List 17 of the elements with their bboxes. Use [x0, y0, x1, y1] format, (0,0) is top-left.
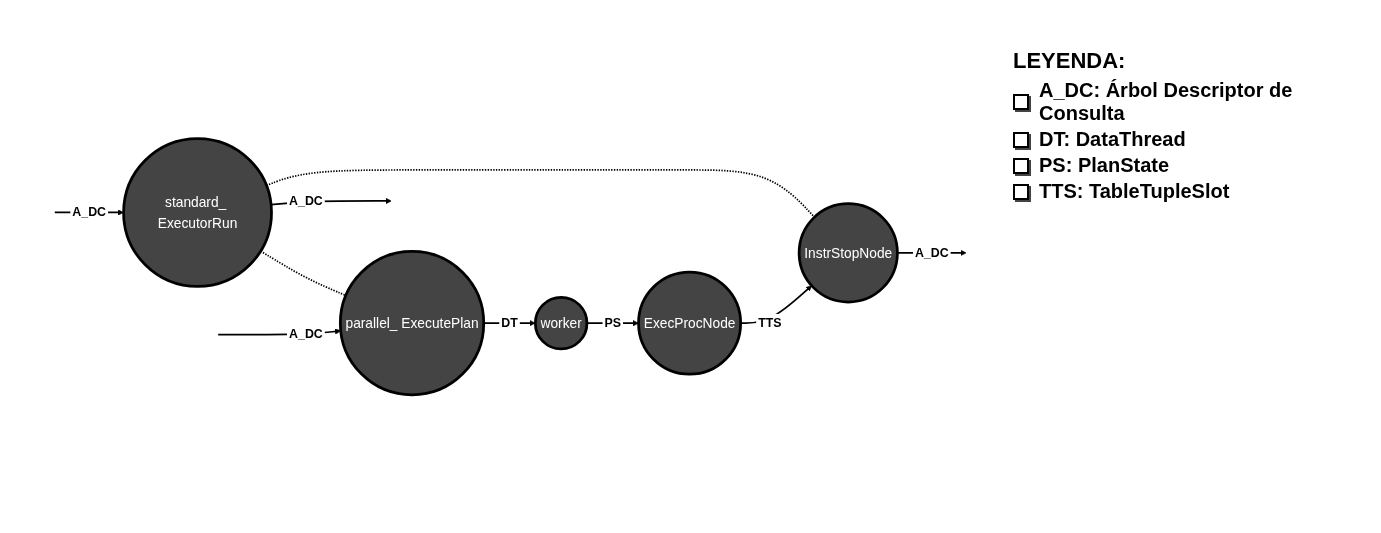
node-circle: parallel_ ExecutePlan	[338, 249, 486, 397]
node-circle: ExecProcNode	[637, 270, 743, 376]
edge-label: A_DC	[289, 327, 323, 342]
legend-text: TTS: TableTupleSlot	[1039, 180, 1230, 203]
node-circle: worker	[533, 295, 589, 351]
node-circle: InstrStopNode	[797, 202, 899, 304]
edge-label: A_DC	[289, 193, 323, 208]
legend-heading: LEYENDA:	[1013, 48, 1126, 74]
legend-text: PS: PlanState	[1039, 154, 1170, 177]
edge-label: A_DC	[72, 205, 107, 219]
legend-text: A_DC: Árbol Descriptor de Consulta	[1039, 79, 1294, 125]
legend-text: DT: DataThread	[1039, 128, 1186, 151]
edge-label: DT	[501, 315, 518, 330]
edge-label: TTS	[758, 315, 782, 330]
node-circle: standard_ ExecutorRun	[122, 136, 273, 288]
edge-label: A_DC	[914, 245, 949, 260]
edge-label: PS	[604, 315, 621, 330]
